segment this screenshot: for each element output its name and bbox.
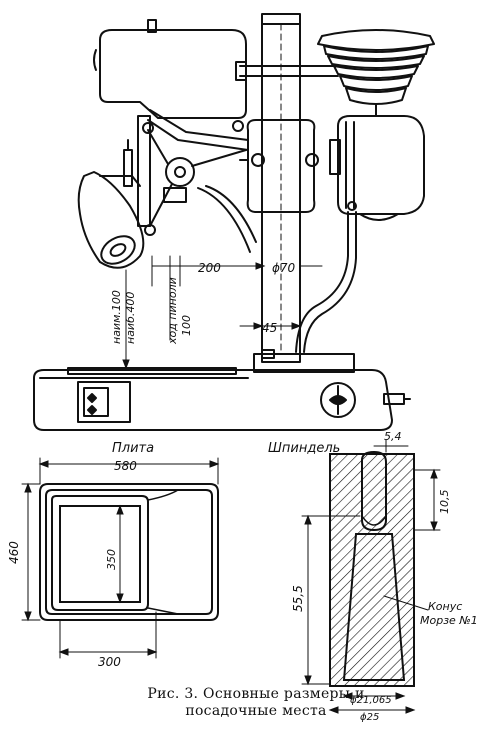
spindle-section — [329, 450, 415, 687]
dim-slot-width: 300 — [98, 655, 121, 669]
dim-height-max: наиб.400 — [124, 292, 137, 344]
dim-spindle-bore: ϕ21,065 — [350, 695, 392, 706]
dim-spindle-pin: 10,5 — [438, 490, 451, 515]
plate-drawing — [21, 457, 220, 659]
caption-line-2: посадочные места — [185, 703, 327, 719]
motor — [329, 115, 425, 221]
dim-column-diameter: ϕ70 — [272, 261, 296, 275]
dim-plate-width: 580 — [114, 459, 137, 473]
feed-hub — [165, 157, 195, 187]
drill-press-drawing — [33, 13, 435, 431]
drawing-labels: 200 ϕ70 45 наим.100 наиб.400 ход пиноли … — [7, 261, 478, 723]
morse-cone-line2: Морзе №1 — [420, 614, 478, 627]
spindle-drawing — [301, 439, 441, 714]
drill-press-dimensions — [122, 255, 323, 370]
caption-line-1: Рис. 3. Основные размеры и — [147, 686, 365, 702]
spindle-title: Шпиндель — [268, 441, 340, 456]
morse-cone-line1: Конус — [428, 600, 462, 613]
dim-200: 200 — [198, 261, 221, 275]
dim-spindle-depth: 55,5 — [291, 585, 305, 612]
dim-spindle-outer: ϕ25 — [360, 712, 379, 723]
head-housing — [99, 29, 247, 119]
figure-caption: Рис. 3. Основные размеры и посадочные ме… — [96, 686, 416, 720]
machine-base — [33, 349, 411, 431]
dim-quill-travel-value: 100 — [180, 315, 193, 336]
dim-45: 45 — [262, 321, 277, 335]
work-lamp — [77, 171, 145, 269]
dim-spindle-top: 5,4 — [384, 430, 402, 443]
plate-title: Плита — [112, 441, 154, 456]
dim-plate-height: 460 — [7, 541, 21, 564]
pulley-stack — [317, 29, 435, 117]
column — [261, 13, 301, 363]
dim-slot-height: 350 — [105, 549, 118, 570]
dim-height-min: наим.100 — [110, 290, 123, 344]
dim-quill-travel-label: ход пиноли — [166, 277, 179, 345]
